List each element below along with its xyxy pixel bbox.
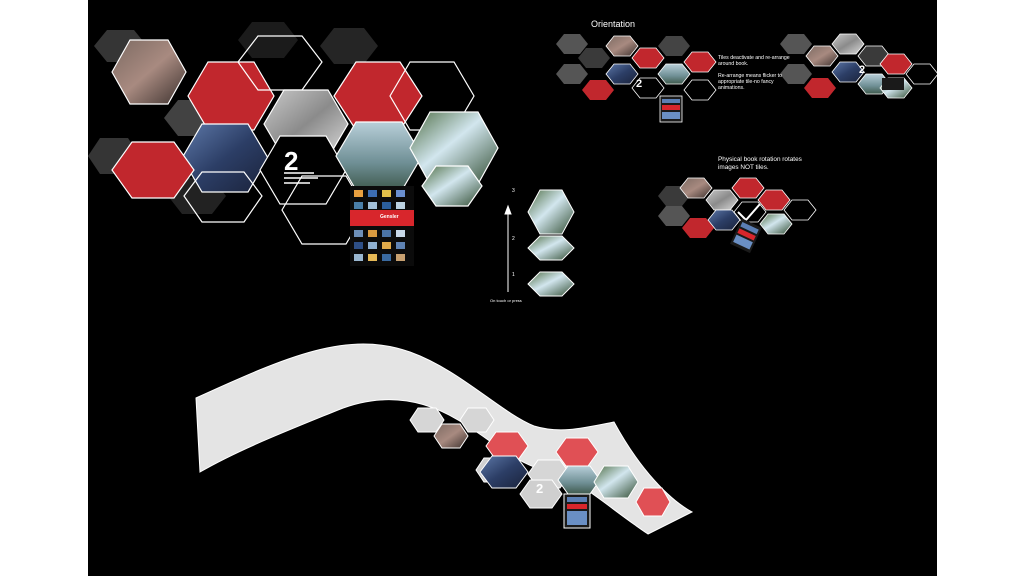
ribbon-tile-number: 2 — [536, 481, 544, 496]
tiles-note: Tiles deactivate and re-arrange around b… — [718, 55, 790, 67]
step-label-3: 3 — [512, 188, 515, 194]
tile-interior-photo — [111, 39, 187, 105]
hex-tile-concept-art — [88, 22, 937, 535]
touch-sequence — [504, 189, 575, 297]
thumbnail-row — [354, 190, 405, 209]
orientation-cluster-2 — [780, 33, 937, 99]
touch-label: On touch or press — [490, 298, 522, 303]
tile-outline — [183, 171, 263, 223]
rearrange-note: Re-arrange means flicker to appropriate … — [718, 73, 783, 91]
tile-outline — [389, 61, 475, 131]
number-tile-lines — [284, 172, 318, 184]
tile-tower-small — [421, 165, 483, 207]
sequence-tile-3 — [527, 189, 575, 235]
orientation-tile-number-1: 2 — [636, 78, 643, 90]
step-label-2: 2 — [512, 236, 515, 242]
book-thumbnail-grid — [350, 186, 414, 266]
tile-red — [333, 61, 423, 131]
orientation-tile-number-2: 2 — [859, 64, 866, 76]
gensler-label: Gensler — [380, 214, 399, 220]
gensler-banner — [350, 210, 414, 226]
tile-red — [111, 141, 195, 199]
tile-outline — [237, 35, 323, 91]
ribbon-band — [195, 343, 694, 535]
sequence-tile-1 — [527, 271, 575, 297]
concept-canvas: Orientation Tiles deactivate and re-arra… — [88, 0, 937, 576]
large-tile-number: 2 — [284, 146, 299, 176]
ribbon-tiles — [409, 407, 671, 529]
rotated-book-cluster — [658, 177, 817, 254]
physical-rotation-note: Physical book rotation rotates images NO… — [718, 156, 802, 171]
thumbnail-row-lower — [354, 230, 405, 261]
orientation-title: Orientation — [591, 19, 636, 29]
large-hex-cluster — [111, 35, 499, 245]
sequence-tile-2 — [527, 235, 575, 261]
orientation-cluster-1 — [556, 34, 717, 123]
step-label-1: 1 — [512, 272, 515, 278]
